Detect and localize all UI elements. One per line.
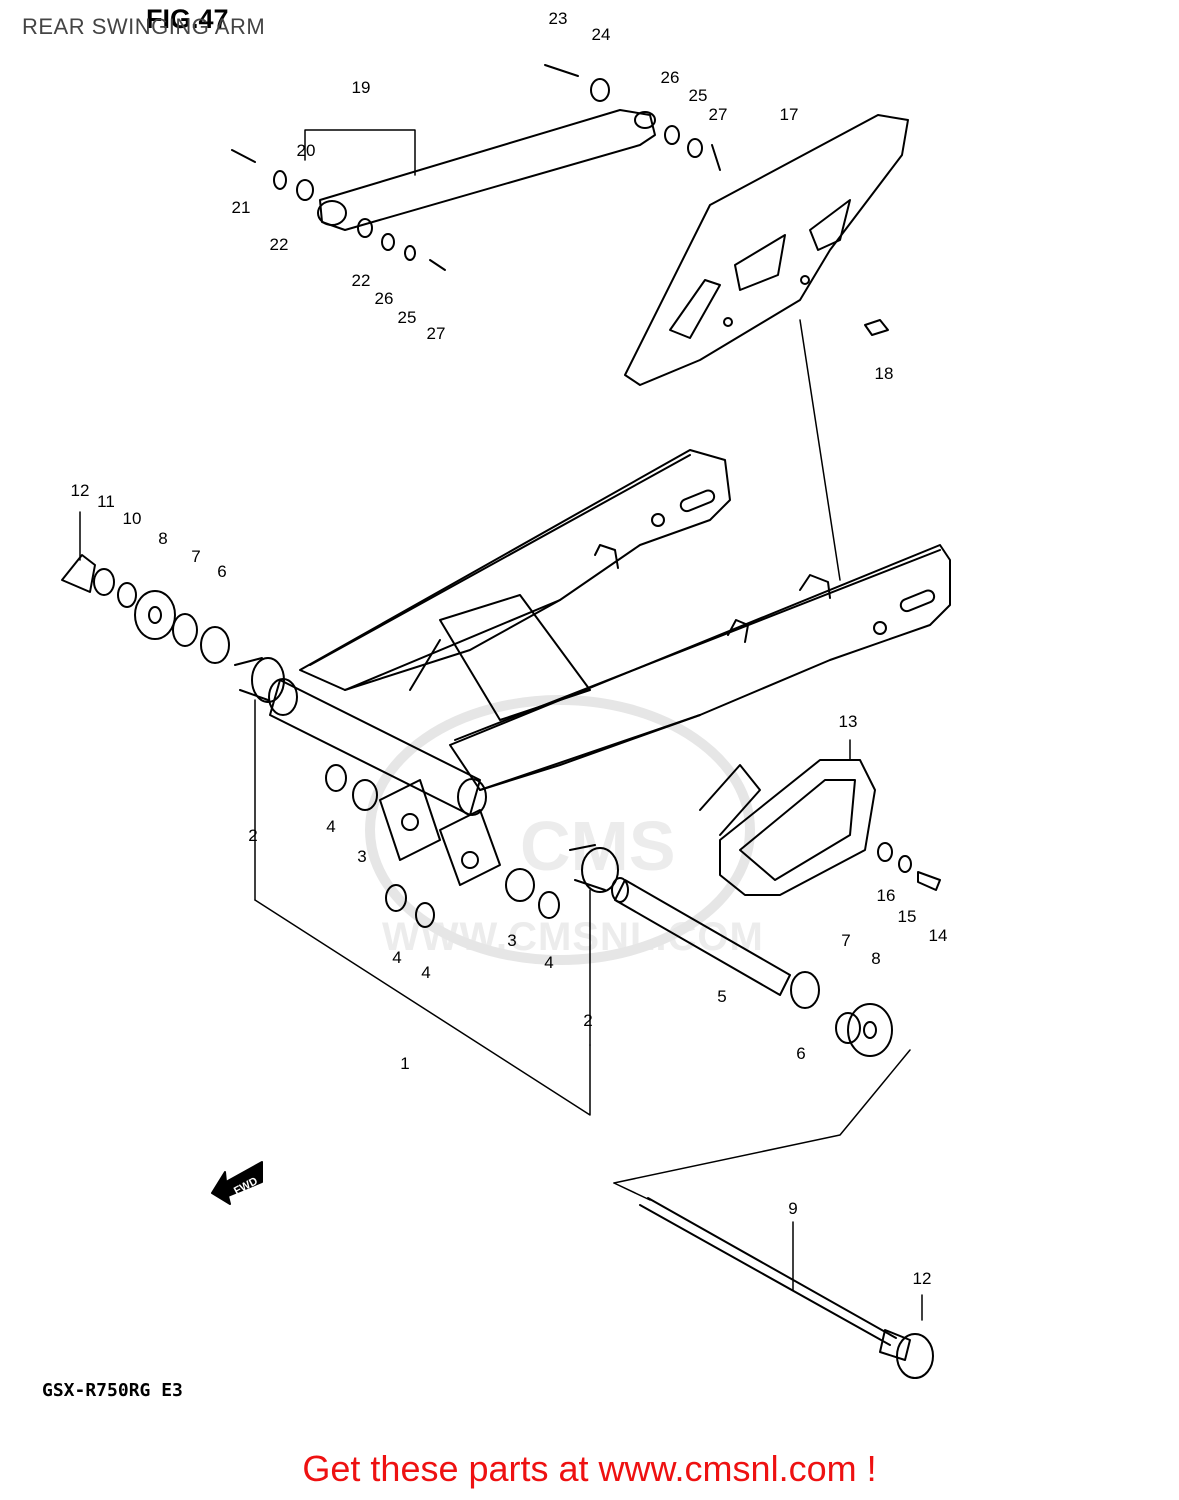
callout-7: 7: [841, 931, 851, 950]
callout-3: 3: [507, 931, 517, 950]
model-code: GSX-R750RG E3: [42, 1380, 183, 1401]
callout-4: 4: [544, 953, 554, 972]
callout-26: 26: [374, 289, 394, 308]
callout-3: 3: [357, 847, 367, 866]
chain-guard-part-17: [624, 114, 909, 386]
callout-24: 24: [591, 25, 611, 44]
callout-4: 4: [421, 963, 431, 982]
figure-label: FIG.47: [146, 4, 229, 34]
callout-17: 17: [779, 105, 799, 124]
chain-buffer-part-13: [699, 759, 876, 896]
pivot-shaft-part-9: [639, 1197, 934, 1379]
callout-14: 14: [928, 926, 948, 945]
torque-link-part-19: [317, 109, 656, 231]
callout-11: 11: [97, 492, 115, 511]
callout-12: 12: [70, 481, 90, 500]
callout-7: 7: [191, 547, 201, 566]
fwd-arrow-icon: FWD: [211, 1161, 263, 1205]
callout-1: 1: [400, 1054, 410, 1073]
callout-13: 13: [838, 712, 858, 731]
watermark-logo: CMS: [365, 695, 755, 965]
callout-2: 2: [583, 1011, 593, 1030]
callout-22: 22: [269, 235, 289, 254]
callout-4: 4: [326, 817, 336, 836]
callout-27: 27: [426, 324, 446, 343]
swing-arm-part-1: [268, 449, 951, 886]
callout-25: 25: [688, 86, 708, 105]
callout-21: 21: [231, 198, 251, 217]
callout-8: 8: [158, 529, 168, 548]
leader-lines: [79, 129, 923, 1321]
callout-6: 6: [796, 1044, 806, 1063]
pivot-hardware-right: [231, 64, 941, 1057]
callout-19: 19: [351, 78, 371, 97]
callout-26: 26: [660, 68, 680, 87]
callout-9: 9: [788, 1199, 798, 1218]
watermark-logo-text: CMS: [520, 807, 676, 885]
callout-20: 20: [296, 141, 316, 160]
page-title: REAR SWINGING ARM: [22, 14, 266, 39]
callout-4: 4: [392, 948, 402, 967]
callout-25: 25: [397, 308, 417, 327]
callout-10: 10: [122, 509, 142, 528]
callout-23: 23: [548, 9, 568, 28]
callout-8: 8: [871, 949, 881, 968]
callout-6: 6: [217, 562, 227, 581]
callout-16: 16: [876, 886, 896, 905]
callout-15: 15: [897, 907, 917, 926]
callout-18: 18: [874, 364, 894, 383]
spacer-part-5: [611, 877, 791, 996]
callout-2: 2: [248, 826, 258, 845]
callout-5: 5: [717, 987, 727, 1006]
callout-12: 12: [912, 1269, 932, 1288]
callout-27: 27: [708, 105, 728, 124]
callout-22: 22: [351, 271, 371, 290]
pivot-hardware-left: [61, 554, 285, 703]
footer-shop-link[interactable]: Get these parts at www.cmsnl.com !: [302, 1448, 877, 1489]
